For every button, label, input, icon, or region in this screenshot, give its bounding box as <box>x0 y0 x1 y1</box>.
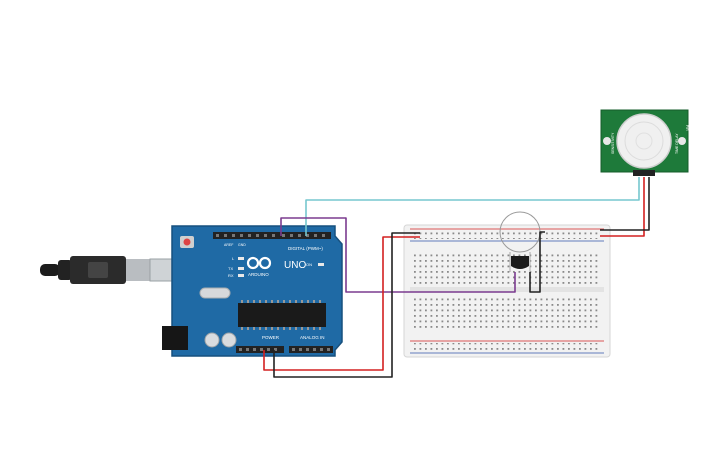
usb-cable[interactable] <box>40 256 177 284</box>
pir-sensor[interactable]: SENSITIVITY TIME DELAY PIR <box>600 109 689 176</box>
analog-pin-header[interactable] <box>289 346 333 353</box>
arduino-uno-board[interactable]: AREF GND DIGITAL (PWM~) L TX RX ON ARDUI… <box>162 225 343 357</box>
board-model: UNO <box>284 260 306 271</box>
power-label: POWER <box>262 335 280 340</box>
breadboard[interactable] <box>403 224 611 358</box>
analog-label: ANALOG IN <box>300 335 325 340</box>
l-label: L <box>232 256 235 261</box>
gnd-label: GND <box>238 243 246 247</box>
crystal-oscillator <box>199 287 231 299</box>
capacitor <box>221 332 237 348</box>
capacitor <box>204 332 220 348</box>
aref-label: AREF <box>224 243 233 247</box>
power-jack[interactable] <box>162 326 188 350</box>
rx-label: RX <box>228 273 234 278</box>
arduino-logo-icon <box>246 256 272 270</box>
atmega-chip <box>238 303 326 327</box>
pir-right-label: TIME DELAY <box>675 133 679 154</box>
wire-black-arduino[interactable] <box>273 232 420 378</box>
pir-left-label: SENSITIVITY <box>611 132 615 154</box>
wire-black-sensor[interactable] <box>529 231 545 293</box>
digital-label: DIGITAL (PWM~) <box>288 246 323 251</box>
wire-purple[interactable] <box>280 217 516 293</box>
wire-black-pir[interactable] <box>600 177 650 231</box>
wire-red-arduino[interactable] <box>263 236 420 371</box>
arduino-logo-text: ARDUINO <box>248 272 269 277</box>
pir-side-label: PIR <box>685 125 689 131</box>
tx-label: TX <box>228 266 233 271</box>
on-label: ON <box>306 262 312 267</box>
wire-red-pir[interactable] <box>600 177 645 237</box>
wires <box>263 177 650 378</box>
